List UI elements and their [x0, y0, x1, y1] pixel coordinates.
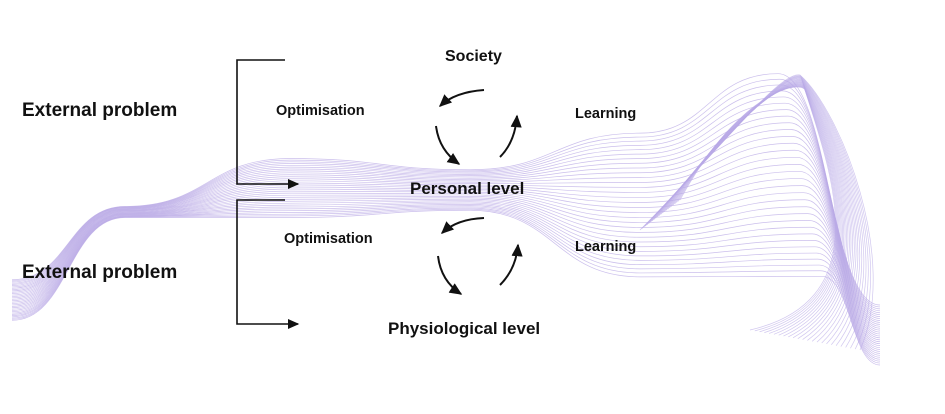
lower-cycle-arrow-left: [437, 255, 463, 295]
wave-line: [11, 201, 881, 352]
wave-line: [11, 200, 881, 350]
personal-level-label: Personal level: [410, 179, 525, 198]
lower-optimisation-label: Optimisation: [284, 231, 373, 247]
upper-learning-label: Learning: [575, 106, 637, 122]
wave-line: [11, 109, 881, 317]
wave-line: [11, 209, 881, 366]
upper-optimisation-label: Optimisation: [276, 103, 365, 119]
wave-line: [11, 122, 881, 321]
wave-line: [11, 192, 881, 341]
wave-line: [11, 149, 881, 329]
lower-learning-label: Learning: [575, 239, 637, 255]
wave-line: [11, 198, 881, 348]
upper-bracket: [236, 59, 300, 190]
lower-bracket: [236, 199, 300, 330]
lower-cycle-arrow-right: [499, 243, 523, 286]
upper-cycle-arrow-right: [499, 114, 522, 158]
wave-line: [11, 142, 881, 327]
lower-external-problem-label: External problem: [22, 262, 178, 283]
lower-cycle-arrow-top: [440, 217, 485, 234]
wave-line: [11, 78, 881, 308]
wave-line: [11, 136, 881, 325]
wave-line: [11, 197, 881, 346]
wave-line: [11, 129, 881, 323]
wave-line: [11, 156, 881, 331]
wave-line: [11, 194, 881, 343]
upper-external-problem-label: External problem: [22, 100, 178, 121]
wave-line: [11, 84, 881, 310]
wave-line: [11, 115, 881, 319]
physiological-level-label: Physiological level: [388, 319, 541, 338]
upper-cycle-arrow-top: [438, 89, 485, 107]
wave-line: [679, 86, 836, 331]
wave-line: [11, 195, 881, 345]
upper-cycle-arrow-left: [435, 125, 461, 165]
wave-line: [11, 90, 881, 312]
society-label: Society: [445, 48, 502, 65]
